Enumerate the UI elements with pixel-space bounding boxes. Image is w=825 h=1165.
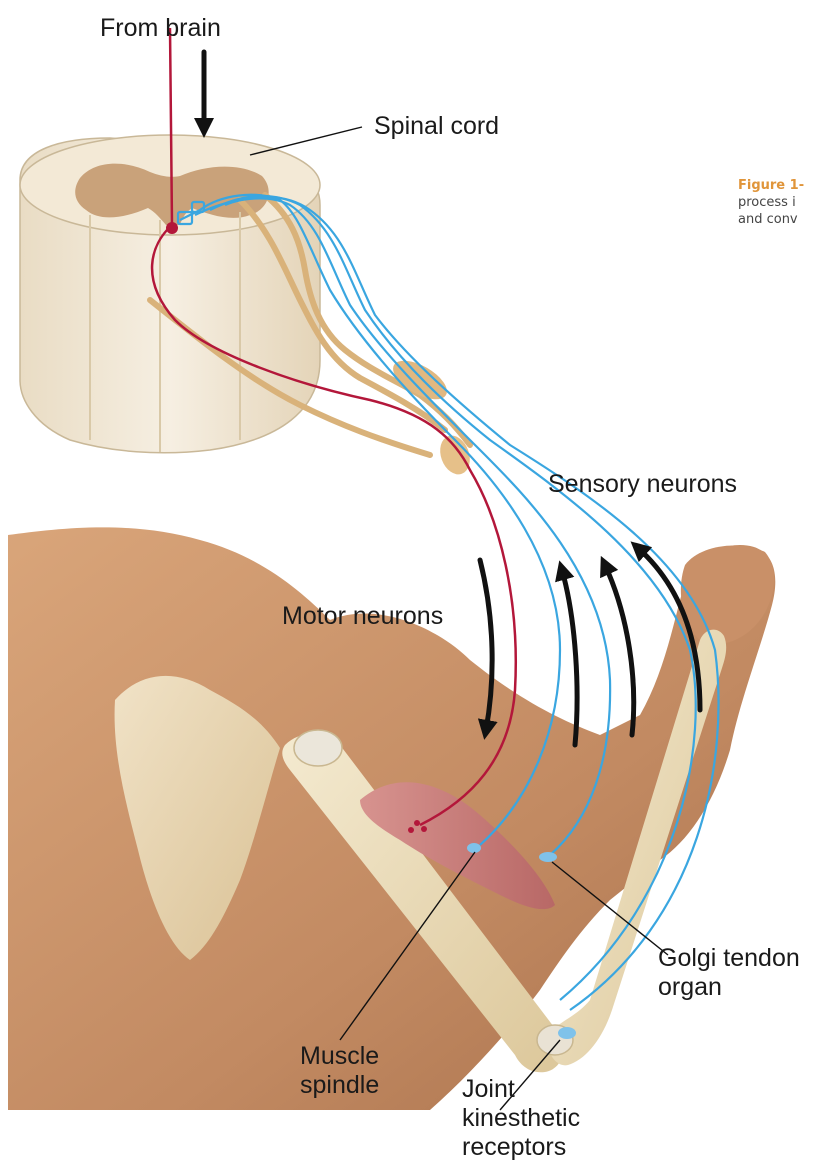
golgi-tendon-label-line2: organ — [658, 973, 800, 1002]
spinal-cord-label: Spinal cord — [374, 112, 499, 141]
joint-receptors-label-line1: Joint — [462, 1075, 580, 1104]
muscle-spindle-receptor — [467, 843, 481, 853]
muscle-spindle-label-line1: Muscle — [300, 1042, 379, 1071]
figure-caption: Figure 1- process i and conv — [738, 177, 825, 228]
joint-receptors-label-line2: kinesthetic — [462, 1104, 580, 1133]
spinal-cord-leader — [250, 127, 362, 155]
motor-neuron-soma — [166, 222, 178, 234]
sensory-neurons-label: Sensory neurons — [548, 470, 737, 499]
muscle-spindle-label: Muscle spindle — [300, 1042, 379, 1100]
shoulder-joint — [294, 730, 342, 766]
golgi-tendon-label: Golgi tendon organ — [658, 944, 800, 1002]
sensory-up-arrow-1 — [562, 570, 577, 745]
caption-line-2: and conv — [738, 211, 825, 228]
muscle-spindle-label-line2: spindle — [300, 1071, 379, 1100]
joint-receptors-label-line3: receptors — [462, 1133, 580, 1162]
joint-receptor — [558, 1027, 576, 1039]
spinal-cord-illustration — [20, 135, 475, 479]
from-brain-label: From brain — [100, 14, 221, 43]
golgi-tendon-label-line1: Golgi tendon — [658, 944, 800, 973]
motor-neurons-label: Motor neurons — [282, 602, 443, 631]
caption-line-1: process i — [738, 194, 825, 211]
golgi-tendon-receptor — [539, 852, 557, 862]
joint-receptors-label: Joint kinesthetic receptors — [462, 1075, 580, 1162]
figure-number: Figure 1- — [738, 177, 825, 194]
